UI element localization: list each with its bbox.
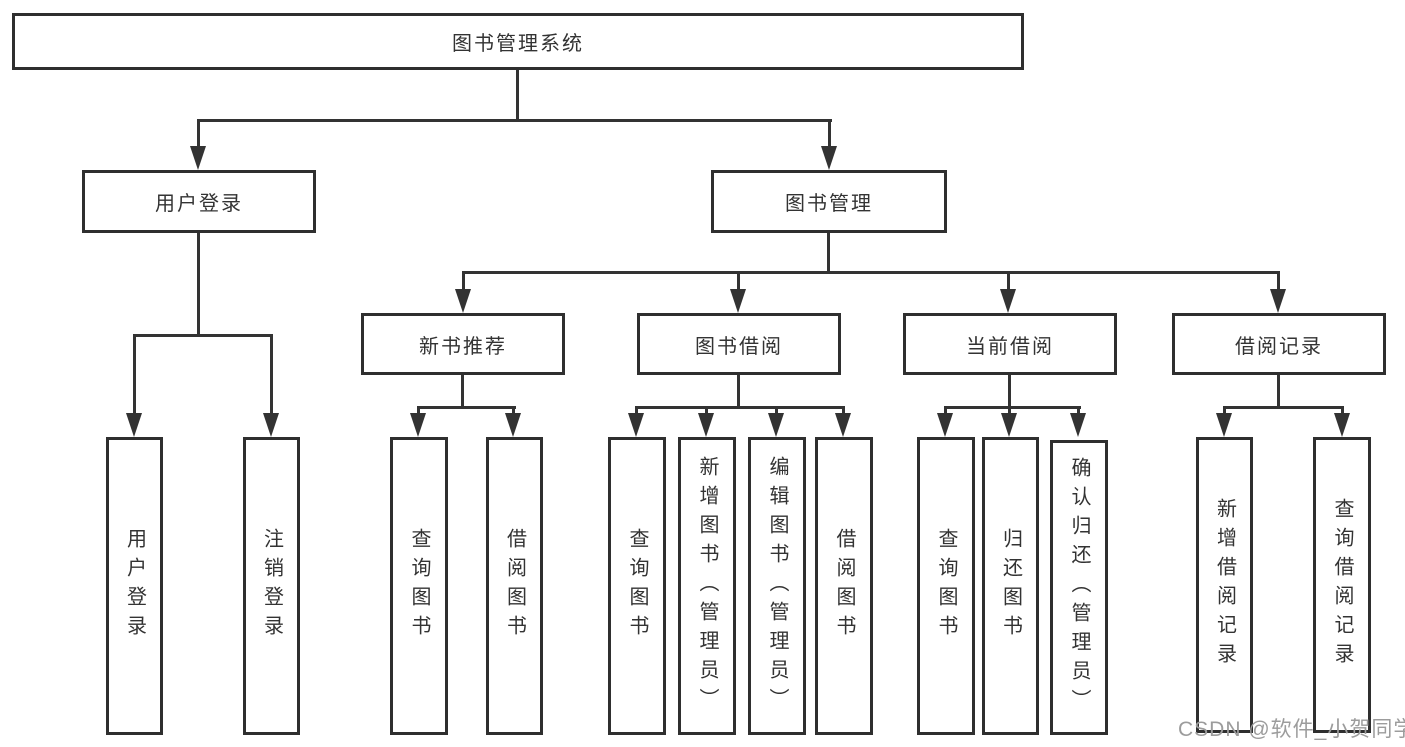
connector-borrow-record-stem [1277, 375, 1280, 409]
node-current-borrow: 当前借阅 [903, 313, 1117, 375]
node-leaf-cb-return-book-label: 归还图书 [999, 528, 1022, 644]
connector-root-stem [516, 70, 519, 121]
node-book-mgmt: 图书管理 [711, 170, 947, 233]
node-leaf-rec-borrow-book: 借阅图书 [486, 437, 543, 735]
node-leaf-bb-query-book: 查询图书 [608, 437, 666, 735]
arrow-down-icon [821, 146, 837, 170]
node-book-borrow-label: 图书借阅 [695, 335, 783, 358]
node-leaf-bb-edit-book-admin: 编辑图书（管理员） [748, 437, 806, 735]
arrow-down-icon [126, 413, 142, 437]
node-leaf-br-add-record-label: 新增借阅记录 [1213, 498, 1236, 672]
node-user-login-label: 用户登录 [155, 193, 243, 215]
arrow-down-icon [698, 413, 714, 437]
arrow-down-icon [505, 413, 521, 437]
node-leaf-rec-query-book: 查询图书 [390, 437, 448, 735]
connector-leaf-stub [1223, 406, 1226, 418]
connector-leaf-stub [1077, 406, 1080, 418]
node-leaf-cb-return-book: 归还图书 [982, 437, 1039, 735]
connector-ul-logout-stub [270, 334, 273, 415]
connector-current-borrow-stem [1008, 375, 1011, 409]
arrow-down-icon [1001, 413, 1017, 437]
node-leaf-logout: 注销登录 [243, 437, 300, 735]
node-leaf-cb-confirm-return-admin-label: 确认归还（管理员） [1068, 457, 1090, 718]
node-leaf-user-login: 用户登录 [106, 437, 163, 735]
connector-leaf-stub [417, 406, 420, 418]
connector-user-login-stem [197, 233, 200, 337]
connector-user-login-branch [133, 334, 273, 337]
node-leaf-rec-borrow-book-label: 借阅图书 [503, 528, 526, 644]
connector-leaf-stub [1341, 406, 1344, 418]
connector-book-borrow-stub [737, 271, 740, 293]
arrow-down-icon [1070, 413, 1086, 437]
arrow-down-icon [1334, 413, 1350, 437]
node-book-borrow: 图书借阅 [637, 313, 841, 375]
connector-new-book-rec-stem [461, 375, 464, 409]
node-leaf-user-login-label: 用户登录 [123, 528, 146, 644]
connector-current-borrow-branch [944, 406, 1081, 409]
arrow-down-icon [1216, 413, 1232, 437]
connector-leaf-stub [635, 406, 638, 418]
arrow-down-icon [835, 413, 851, 437]
node-leaf-br-query-record: 查询借阅记录 [1313, 437, 1371, 733]
node-book-mgmt-label: 图书管理 [785, 193, 873, 215]
node-current-borrow-label: 当前借阅 [966, 335, 1054, 358]
connector-book-mgmt-branch [462, 271, 1280, 274]
node-leaf-br-query-record-label: 查询借阅记录 [1331, 498, 1353, 672]
connector-leaf-stub [842, 406, 845, 418]
node-leaf-bb-query-book-label: 查询图书 [626, 528, 648, 644]
node-leaf-logout-label: 注销登录 [260, 528, 283, 644]
node-leaf-bb-borrow-book: 借阅图书 [815, 437, 873, 735]
csdn-watermark: CSDN @软件_小贺同学 [1178, 718, 1405, 741]
node-new-book-rec: 新书推荐 [361, 313, 565, 375]
arrow-down-icon [1270, 289, 1286, 313]
connector-current-borrow-stub [1007, 271, 1010, 293]
arrow-down-icon [1000, 289, 1016, 313]
node-leaf-br-add-record: 新增借阅记录 [1196, 437, 1253, 733]
connector-leaf-stub [775, 406, 778, 418]
node-leaf-rec-query-book-label: 查询图书 [408, 528, 430, 644]
connector-ul-login-stub [133, 334, 136, 415]
connector-new-book-rec-branch [417, 406, 516, 409]
connector-book-mgmt-stub [828, 119, 831, 149]
arrow-down-icon [455, 289, 471, 313]
arrow-down-icon [730, 289, 746, 313]
connector-book-borrow-stem [737, 375, 740, 409]
node-borrow-record: 借阅记录 [1172, 313, 1386, 375]
arrow-down-icon [768, 413, 784, 437]
connector-book-borrow-branch [635, 406, 845, 409]
connector-borrow-record-stub [1277, 271, 1280, 293]
connector-book-mgmt-stem [827, 233, 830, 274]
connector-new-book-rec-stub [462, 271, 465, 293]
connector-borrow-record-branch [1223, 406, 1344, 409]
arrow-down-icon [410, 413, 426, 437]
node-leaf-bb-add-book-admin: 新增图书（管理员） [678, 437, 736, 735]
connector-leaf-stub [944, 406, 947, 418]
node-root-label: 图书管理系统 [452, 33, 584, 55]
node-leaf-cb-query-book: 查询图书 [917, 437, 975, 735]
node-user-login: 用户登录 [82, 170, 316, 233]
arrow-down-icon [937, 413, 953, 437]
node-leaf-cb-query-book-label: 查询图书 [935, 528, 957, 644]
node-leaf-bb-edit-book-admin-label: 编辑图书（管理员） [766, 455, 788, 717]
connector-root-branch [197, 119, 832, 122]
node-leaf-bb-add-book-admin-label: 新增图书（管理员） [696, 455, 718, 717]
node-root: 图书管理系统 [12, 13, 1024, 70]
arrow-down-icon [628, 413, 644, 437]
arrow-down-icon [263, 413, 279, 437]
arrow-down-icon [190, 146, 206, 170]
node-borrow-record-label: 借阅记录 [1235, 335, 1323, 358]
node-leaf-cb-confirm-return-admin: 确认归还（管理员） [1050, 440, 1108, 735]
connector-leaf-stub [512, 406, 515, 418]
node-leaf-bb-borrow-book-label: 借阅图书 [833, 528, 855, 644]
connector-user-login-stub [197, 119, 200, 149]
connector-leaf-stub [705, 406, 708, 418]
connector-leaf-stub [1008, 406, 1011, 418]
node-new-book-rec-label: 新书推荐 [419, 335, 507, 358]
